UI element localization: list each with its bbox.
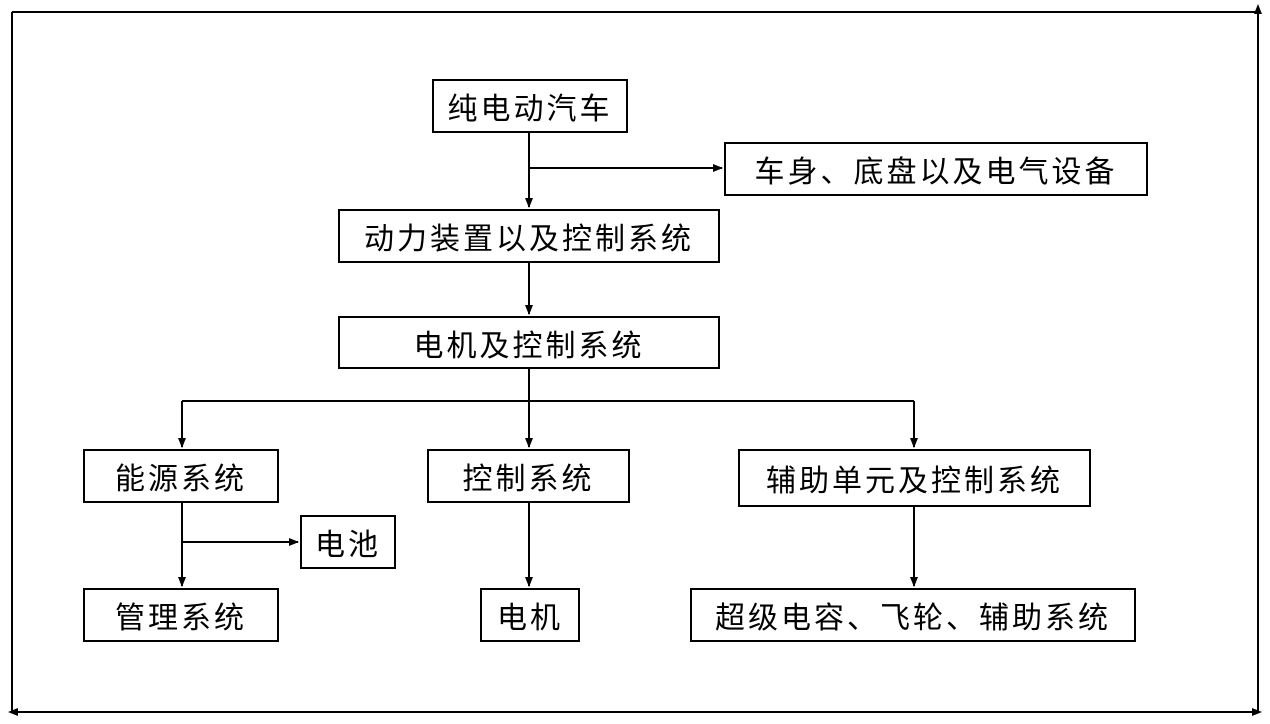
node-body-chassis-electrical: 车身、底盘以及电气设备 [724,142,1148,196]
node-pure-ev: 纯电动汽车 [432,79,628,133]
frame-arrow-top-right [1254,4,1262,14]
frame-arrow-bottom-left [8,708,18,716]
node-motor: 电机 [480,588,580,642]
node-battery: 电池 [300,515,396,569]
node-management-system: 管理系统 [83,588,279,642]
node-supercap-flywheel-aux: 超级电容、飞轮、辅助系统 [690,588,1136,642]
node-motor-control-system: 电机及控制系统 [338,316,720,369]
frame-arrow-right-bottom [1252,708,1262,716]
node-control-system: 控制系统 [427,449,630,503]
node-energy-system: 能源系统 [83,449,279,503]
node-power-unit-control: 动力装置以及控制系统 [338,209,720,263]
node-aux-unit-control: 辅助单元及控制系统 [738,449,1091,507]
